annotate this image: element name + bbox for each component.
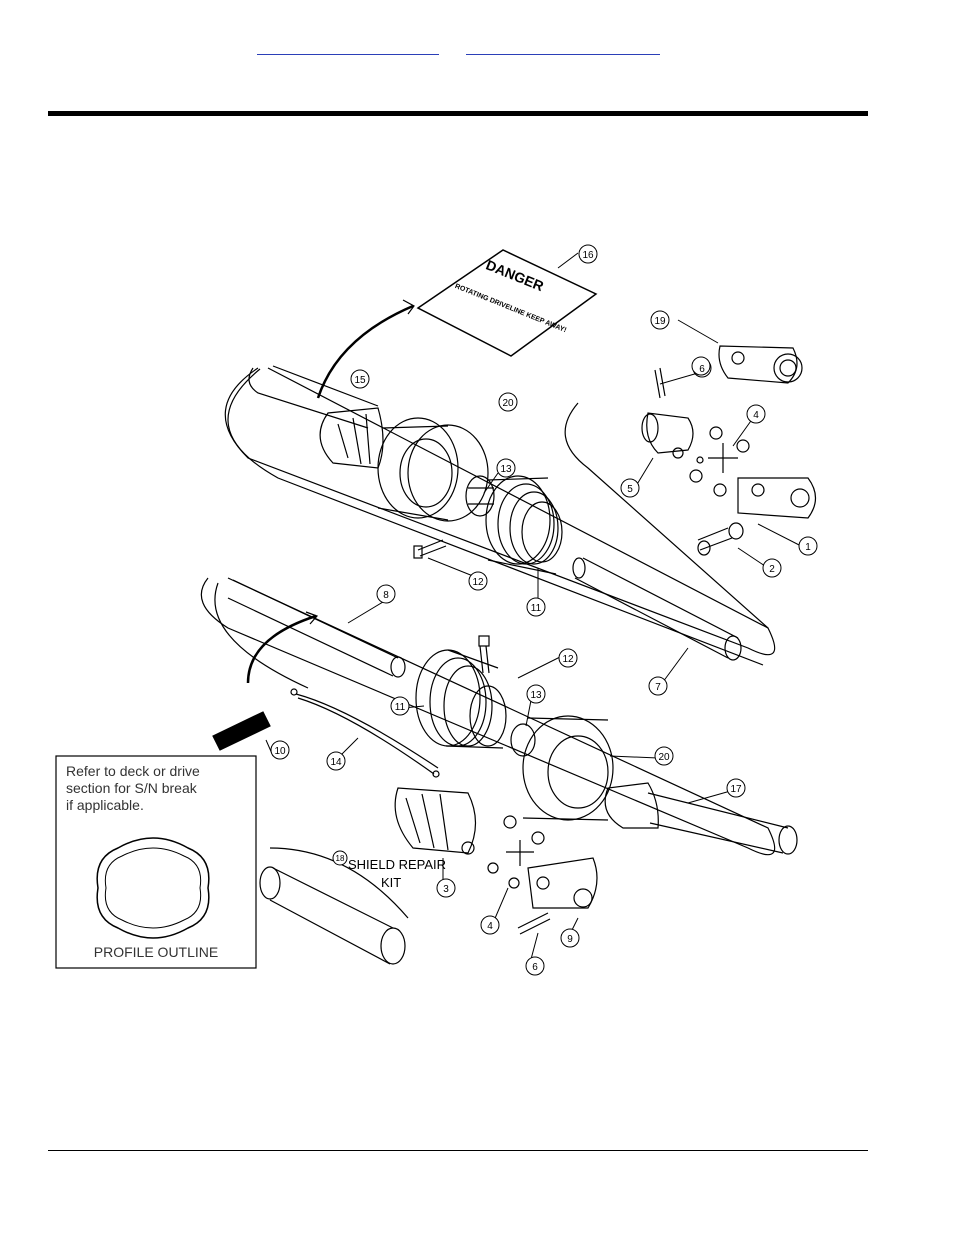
callout-14: 14 (330, 757, 342, 768)
note-line2: section for S/N break (66, 780, 198, 796)
outer-yoke-3 (395, 788, 475, 854)
inner-yoke-9 (528, 858, 597, 908)
danger-decal-subtitle: ROTATING DRIVELINE KEEP AWAY! (454, 283, 568, 334)
screw-12-upper (414, 540, 446, 558)
callout-2: 2 (769, 564, 775, 575)
callout-1: 1 (805, 542, 811, 553)
header-link-left[interactable] (257, 40, 439, 55)
callout-10: 10 (274, 746, 286, 757)
outer-half-shield-17 (605, 783, 797, 854)
safety-chain-14 (291, 689, 439, 777)
callout-19: 19 (654, 316, 666, 327)
cross-kit-4-lower (488, 816, 544, 888)
danger-decal-title: DANGER (484, 257, 546, 295)
screw-12-lower (479, 636, 489, 673)
shield-repair-kit-line2: KIT (381, 875, 401, 890)
callout-13-upper: 13 (500, 464, 512, 475)
collar-13-upper (466, 476, 494, 516)
top-rule (48, 111, 868, 116)
callout-18: 18 (336, 854, 345, 863)
callout-16: 16 (582, 250, 594, 261)
callout-4-lower: 4 (487, 921, 493, 932)
inner-tube-7 (573, 558, 741, 660)
collar-13-lower (511, 724, 535, 756)
header-link-right[interactable] (466, 40, 660, 55)
callout-9: 9 (567, 934, 573, 945)
note-line3: if applicable. (66, 797, 144, 813)
inner-yoke-5 (642, 413, 693, 458)
callout-17: 17 (730, 784, 742, 795)
cross-kit-4-upper (690, 427, 749, 496)
callout-5: 5 (627, 484, 633, 495)
callout-12-lower: 12 (562, 654, 574, 665)
callout-8: 8 (383, 590, 389, 601)
bearing-ring-20-lower (523, 716, 613, 820)
callout-13-lower: 13 (530, 690, 542, 701)
callout-11-upper: 11 (531, 603, 542, 614)
bottom-rule (48, 1150, 868, 1151)
roll-pin-6-lower (518, 913, 550, 934)
callout-3: 3 (443, 884, 449, 895)
yoke-19 (719, 346, 802, 383)
callout-12-upper: 12 (472, 577, 484, 588)
callout-7: 7 (655, 682, 661, 693)
callout-6-upper: 6 (699, 364, 705, 375)
bellows-shield-11-upper (486, 476, 562, 574)
profile-outline-shape (97, 838, 209, 938)
callout-15: 15 (354, 375, 366, 386)
profile-outline-label: PROFILE OUTLINE (94, 944, 218, 960)
decal-10 (213, 712, 270, 750)
note-line1: Refer to deck or drive (66, 763, 200, 779)
callout-20-lower: 20 (658, 752, 670, 763)
bellows-shield-11-lower (416, 650, 506, 748)
callout-20-upper: 20 (502, 398, 514, 409)
shield-repair-kit-line1: SHIELD REPAIR (348, 857, 446, 872)
callout-6-lower: 6 (532, 962, 538, 973)
decal-arrow-lower (248, 616, 316, 683)
callout-4-upper: 4 (753, 410, 759, 421)
yoke-1 (738, 478, 816, 518)
lower-shaft-envelope (201, 578, 774, 855)
driveline-exploded-diagram: 1 2 3 4 5 6 7 8 9 10 11 12 13 14 15 16 1… (48, 228, 832, 982)
ball-pin-2 (698, 523, 743, 555)
callout-11-lower: 11 (395, 702, 406, 713)
